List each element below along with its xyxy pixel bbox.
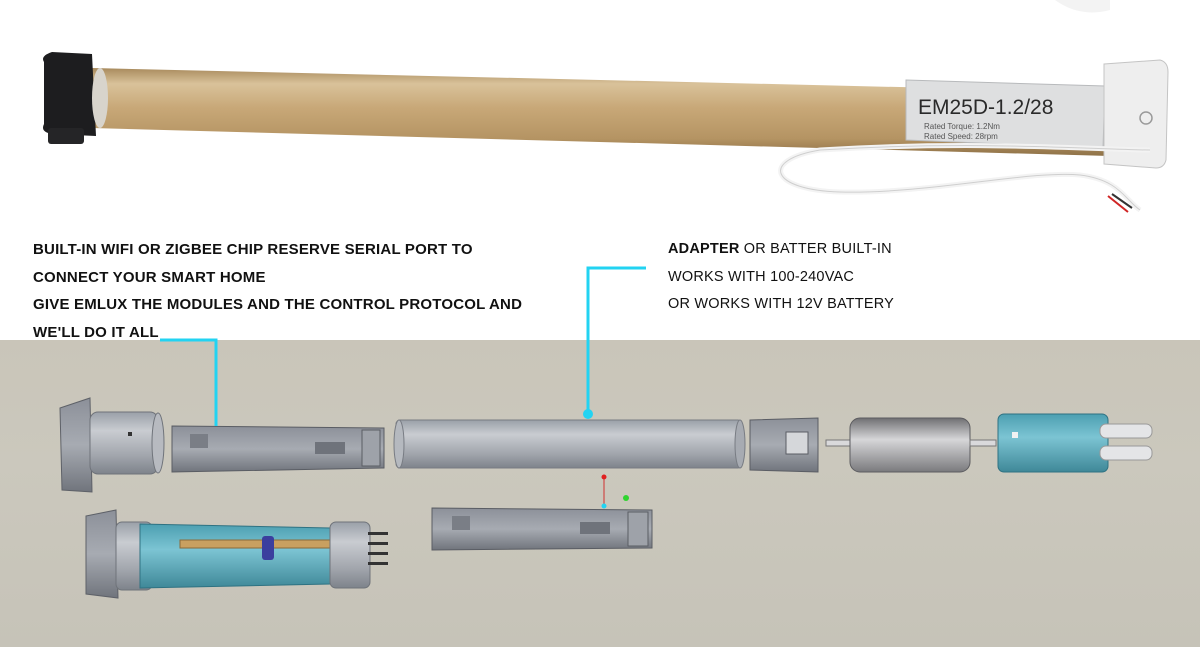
right-callout-line-2: WORKS WITH 100-240VAC [668,268,855,285]
end-flange-part [59,397,165,493]
red-wire [1107,195,1129,213]
motor-tube-photo [43,0,1169,213]
gold-tube-body [92,68,1110,156]
left-callout-line-2: CONNECT YOUR SMART HOME [33,268,266,286]
left-callout-line-3: GIVE EMLUX THE MODULES AND THE CONTROL P… [33,296,523,313]
right-callout: ADAPTER OR BATTER BUILT-IN WORKS WITH 10… [668,236,1008,319]
corner-decoration [1055,0,1110,13]
exploded-view-area [0,340,1200,647]
gearbox-head-part [997,413,1153,473]
left-leader-line [160,338,218,426]
exploded-parts [59,397,1153,599]
left-callout-line-1: BUILT-IN WIFI OR ZIGBEE CHIP RESERVE SER… [33,241,473,258]
leader-lines [160,266,646,426]
spec-text-2: Rated Speed: 28rpm [924,132,998,141]
product-photo-area [0,0,1200,340]
spec-text-1: Rated Torque: 1.2Nm [924,122,1000,131]
right-callout-line-3: OR WORKS WITH 12V BATTERY [668,296,895,312]
right-callout-line-1: ADAPTER OR BATTER BUILT-IN [668,236,1008,264]
black-wire [1111,193,1133,209]
aluminum-tube-part [393,419,746,469]
end-cap-foot [48,128,84,144]
motor-assembly-part [85,509,388,599]
motor-bracket-part [749,417,819,473]
right-callout-line-1-rest: OR BATTER BUILT-IN [739,241,892,257]
tube-rim [92,68,108,128]
power-icon [1139,111,1153,125]
leader-dot [583,409,593,419]
left-callout: BUILT-IN WIFI OR ZIGBEE CHIP RESERVE SER… [33,236,593,346]
secondary-board-part [431,474,653,551]
model-text: EM25D-1.2/28 [918,96,1053,119]
white-motor-head [1103,59,1169,169]
right-leader-line [586,266,646,414]
adapter-keyword: ADAPTER [668,241,740,257]
dc-motor-part [825,417,997,473]
black-end-cap [43,52,96,136]
control-board-part [171,425,385,473]
left-callout-line-4: WE'LL DO IT ALL [33,323,159,341]
